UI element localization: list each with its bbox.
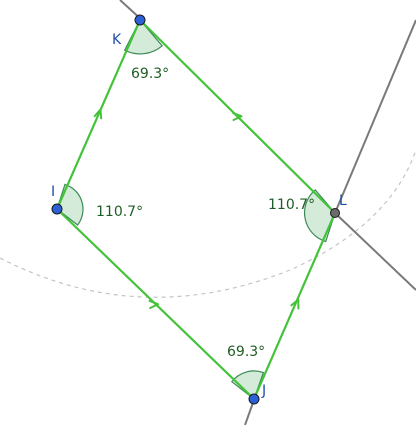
angle-label-K: 69.3° — [131, 66, 169, 82]
side-IK — [55, 19, 142, 210]
point-I[interactable] — [51, 203, 63, 215]
point-K[interactable] — [134, 14, 146, 26]
point-label-I: I — [51, 184, 55, 200]
parallel-mark-JL — [290, 298, 300, 310]
point-J[interactable] — [248, 393, 260, 405]
point-L[interactable] — [330, 208, 340, 218]
angle-label-L: 110.7° — [268, 197, 315, 213]
angle-label-I: 110.7° — [96, 204, 143, 220]
point-label-J: J — [261, 383, 266, 399]
parallel-mark-IJ — [148, 299, 159, 309]
construction-line-through-L-upper — [334, 19, 416, 214]
angle-sector-J — [230, 370, 265, 400]
side-KL — [139, 19, 336, 214]
point-label-K: K — [112, 32, 122, 48]
construction-line-through-L-lower — [334, 212, 416, 291]
angle-sector-I — [56, 183, 84, 226]
parallel-mark-KL — [232, 112, 243, 121]
construction-circle-arc — [0, 149, 416, 298]
side-JL — [252, 212, 337, 400]
angle-label-J: 69.3° — [227, 344, 265, 360]
point-label-L: L — [339, 193, 347, 209]
parallel-mark-IK — [93, 108, 103, 120]
